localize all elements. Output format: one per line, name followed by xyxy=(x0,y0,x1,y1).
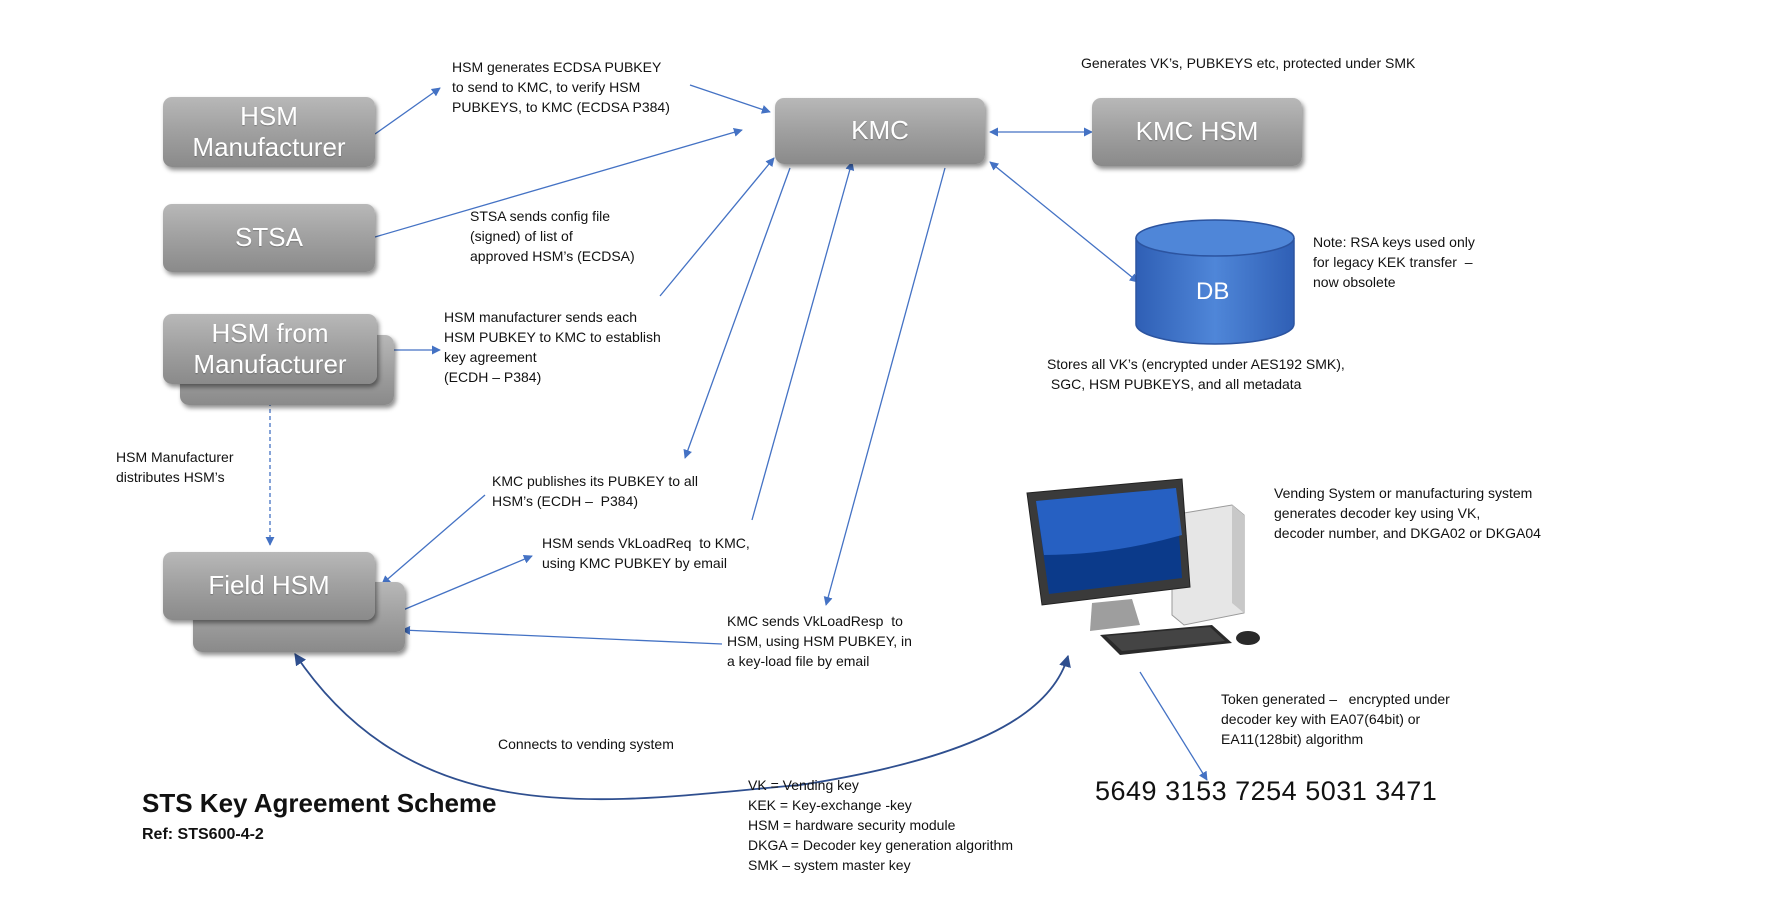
arrow-kmc-db xyxy=(989,161,1139,283)
label-ecdsa-pubkey: HSM generates ECDSA PUBKEY to send to KM… xyxy=(452,59,670,115)
desktop-computer-icon xyxy=(1026,478,1260,655)
diagram-title: STS Key Agreement Scheme xyxy=(142,788,497,818)
kmc-box: KMC xyxy=(775,98,985,164)
arrow-kmc-to-vkloadresp xyxy=(823,167,946,606)
label-stores-all: Stores all VK’s (encrypted under AES192 … xyxy=(1047,356,1345,392)
label-hsm-pubkey-each: HSM manufacturer sends each HSM PUBKEY t… xyxy=(444,309,661,385)
arrow-stsa-to-kmc xyxy=(374,127,743,238)
diagram-subtitle: Ref: STS600-4-2 xyxy=(142,826,264,843)
field-hsm-box: Field HSM xyxy=(163,552,375,620)
label-vending-system: Vending System or manufacturing system g… xyxy=(1274,485,1541,541)
hsm-from-manufacturer-box: HSM from Manufacturer xyxy=(163,314,377,384)
label-kmc-publishes: KMC publishes its PUBKEY to all HSM’s (E… xyxy=(492,473,698,509)
arrow-field-hsm-to-vkloadreq xyxy=(402,554,533,611)
arrow-publish-label-to-field-hsm xyxy=(381,494,486,585)
label-vkloadresp: KMC sends VkLoadResp to HSM, using HSM P… xyxy=(727,613,912,669)
db-label: DB xyxy=(1196,278,1230,305)
hsm-manufacturer-box: HSM Manufacturer xyxy=(163,97,375,167)
label-vkloadreq: HSM sends VkLoadReq to KMC, using KMC PU… xyxy=(542,535,750,571)
label-token-generated: Token generated – encrypted under decode… xyxy=(1221,691,1450,747)
label-stsa-config: STSA sends config file (signed) of list … xyxy=(470,208,635,264)
label-distributes: HSM Manufacturer distributes HSM’s xyxy=(116,449,234,485)
arrow-vkloadreq-to-kmc xyxy=(751,161,855,521)
arrow-pubkey-label-to-kmc xyxy=(659,157,775,297)
arrow-vkloadresp-to-field-hsm xyxy=(401,625,723,645)
arrow-ecdsa-label-to-kmc xyxy=(689,84,771,114)
arrow-kmc-to-publish-label xyxy=(683,167,791,459)
arrow-computer-to-token xyxy=(1139,671,1208,781)
arrow-hsm-manufacturer-to-label xyxy=(374,87,441,135)
legend-abbreviations: VK = Vending key KEK = Key-exchange -key… xyxy=(748,777,1013,873)
token-number: 5649 3153 7254 5031 3471 xyxy=(1095,776,1438,806)
kmc-hsm-box: KMC HSM xyxy=(1092,98,1302,166)
curve-connects-to-vending xyxy=(294,653,1071,801)
label-connects: Connects to vending system xyxy=(498,736,674,752)
database-cylinder-icon xyxy=(1135,219,1295,345)
label-rsa-note: Note: RSA keys used only for legacy KEK … xyxy=(1313,234,1475,290)
stsa-box: STSA xyxy=(163,204,375,272)
label-generates-vk: Generates VK’s, PUBKEYS etc, protected u… xyxy=(1081,55,1416,71)
